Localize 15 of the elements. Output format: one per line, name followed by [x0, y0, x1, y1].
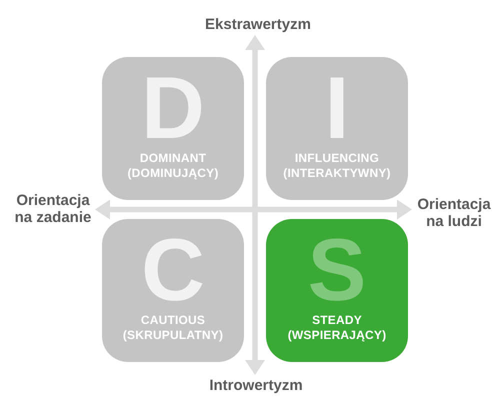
quadrant-card [102, 219, 244, 362]
double-headed-arrow [95, 200, 412, 220]
quadrant-letter: S [308, 227, 366, 313]
quadrant-caption: STEADY (WSPIERAJĄCY) [288, 313, 386, 343]
quadrant-card [266, 57, 408, 200]
quadrant-card [266, 219, 408, 362]
axis-label: Orientacja na zadanie [13, 192, 93, 226]
double-headed-arrow [245, 35, 265, 375]
quadrant-caption: INFLUENCING (INTERAKTYWNY) [283, 151, 391, 181]
quadrant-card [102, 57, 244, 200]
quadrant-caption: DOMINANT (DOMINUJĄCY) [127, 151, 219, 181]
axis-label: Introwertyzm [209, 377, 303, 394]
quadrant-caption: CAUTIOUS (SKRUPULATNY) [122, 313, 224, 343]
axis-label: Ekstrawertyzm [205, 16, 311, 33]
axis-label: Orientacja na ludzi [414, 196, 494, 230]
